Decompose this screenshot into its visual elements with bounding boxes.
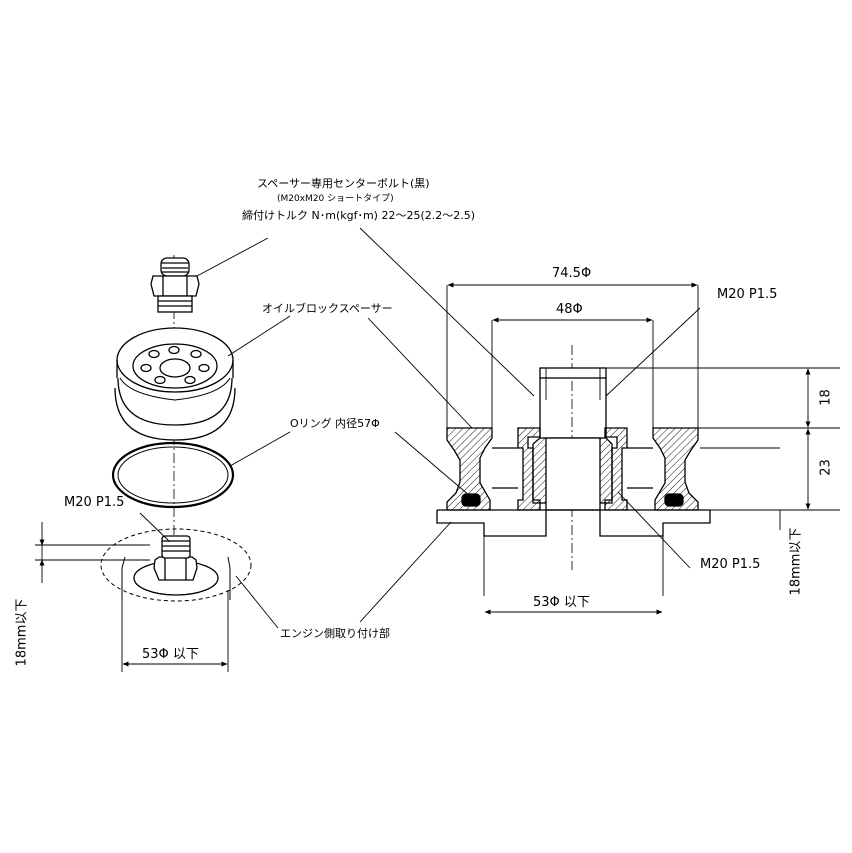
exploded-view — [35, 237, 291, 672]
section-view — [436, 345, 711, 596]
engine-mount — [100, 528, 252, 602]
right-length-label: 18mm以下 — [788, 527, 804, 596]
section-bolt — [532, 367, 613, 511]
left-base-dia-label: 53Φ 以下 — [142, 647, 199, 662]
section-dimensions — [359, 227, 840, 623]
center-bolt — [150, 257, 200, 313]
inner-dia-label: 48Φ — [556, 302, 583, 317]
spacer-label: オイルブロックスペーサー — [262, 302, 393, 315]
right-thread-bottom-label: M20 P1.5 — [700, 557, 761, 572]
o-ring-seals — [461, 493, 684, 507]
title-line-2: (M20xM20 ショートタイプ) — [277, 194, 394, 204]
left-length-label: 18mm以下 — [14, 598, 30, 667]
height-18-label: 18 — [818, 389, 834, 406]
o-ring-label: Oリング 内径57Φ — [290, 417, 380, 430]
left-dimensions — [35, 522, 229, 672]
height-23-label: 23 — [818, 459, 834, 476]
left-leaders — [139, 237, 291, 629]
o-ring — [111, 441, 235, 509]
outer-dia-label: 74.5Φ — [552, 266, 592, 281]
engine-mount-label: エンジン側取り付け部 — [280, 627, 390, 640]
right-base-dia-label: 53Φ 以下 — [533, 595, 590, 610]
title-line-1: スペーサー専用センターボルト(黒) — [257, 177, 430, 190]
left-thread-label: M20 P1.5 — [64, 495, 125, 510]
oil-block-spacer — [114, 327, 236, 441]
right-thread-top-label: M20 P1.5 — [717, 287, 778, 302]
title-line-3: 締付けトルク N･m(kgf･m) 22〜25(2.2〜2.5) — [242, 209, 476, 222]
